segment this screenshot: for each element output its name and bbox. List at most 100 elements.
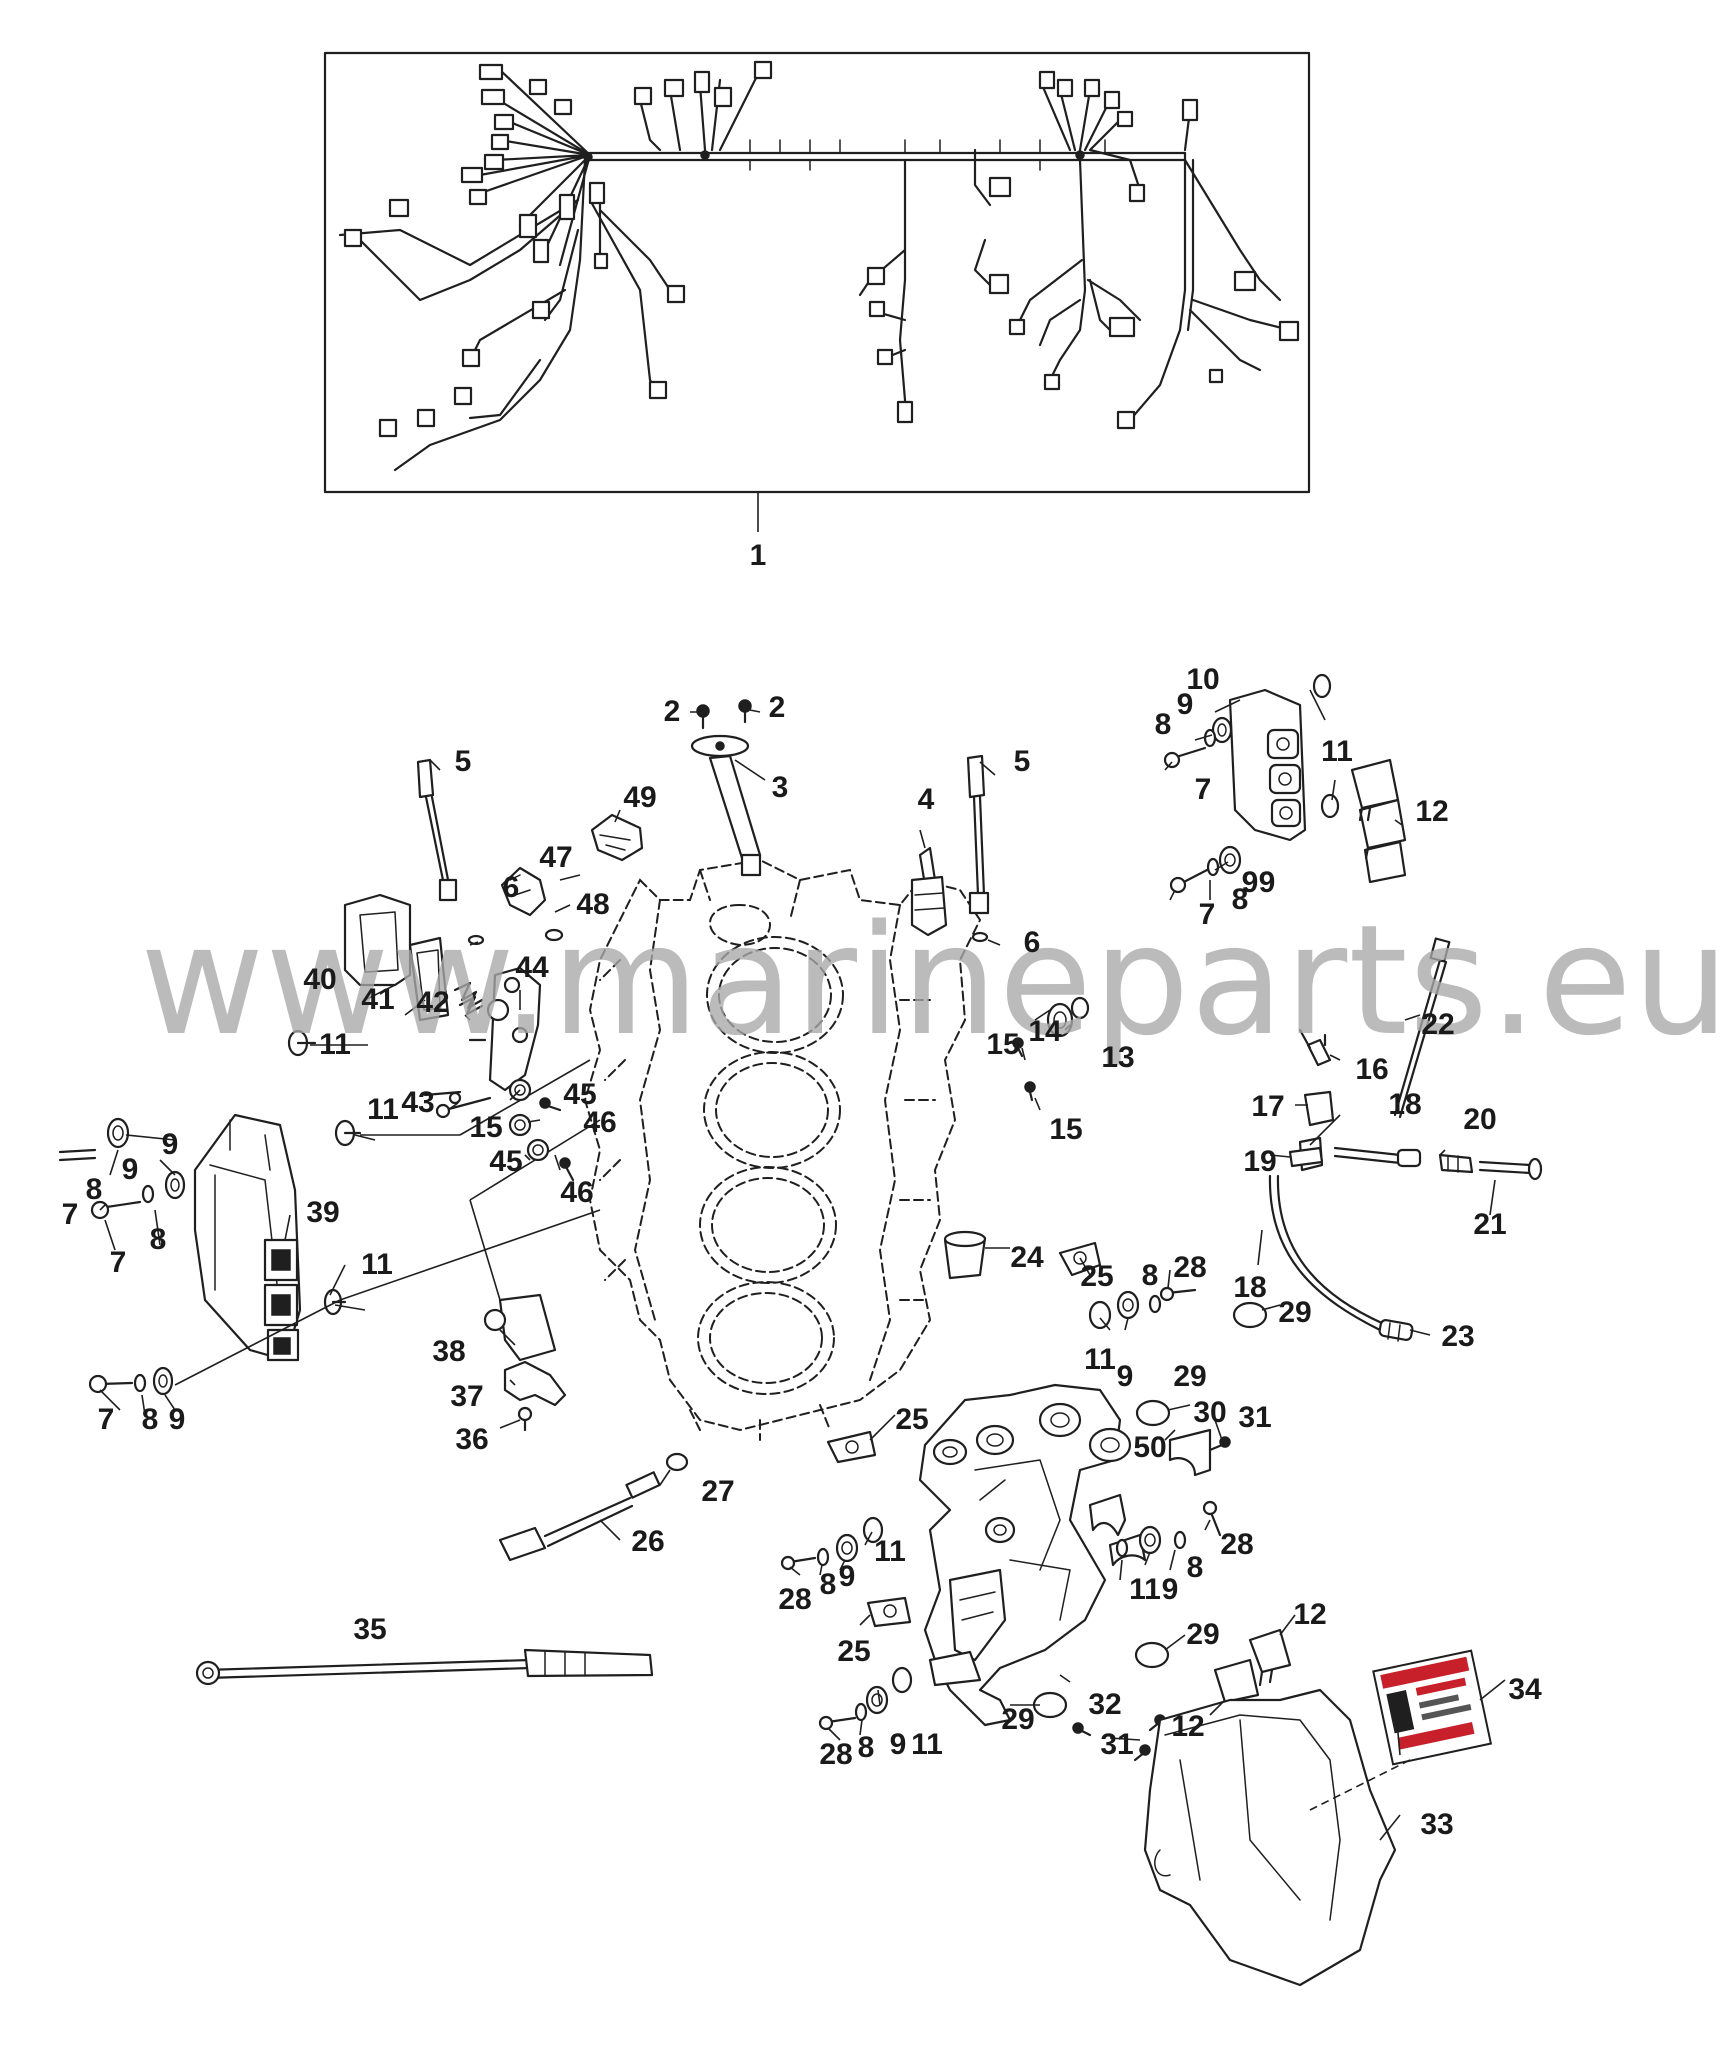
callout-9-e[interactable]: 9 — [168, 1403, 186, 1436]
callout-50[interactable]: 50 — [1133, 1431, 1167, 1464]
callout-7-b[interactable]: 7 — [1198, 898, 1216, 931]
callout-15-a[interactable]: 15 — [986, 1028, 1020, 1061]
callout-21[interactable]: 21 — [1473, 1208, 1507, 1241]
callout-30[interactable]: 30 — [1193, 1396, 1227, 1429]
callout-6-right[interactable]: 6 — [1023, 926, 1041, 959]
callout-9-b[interactable]: 9 — [1258, 866, 1276, 899]
callout-8-h[interactable]: 8 — [819, 1568, 837, 1601]
callout-47[interactable]: 47 — [539, 841, 573, 874]
callout-4[interactable]: 4 — [917, 783, 935, 816]
callout-13[interactable]: 13 — [1101, 1041, 1135, 1074]
callout-46-a[interactable]: 46 — [583, 1106, 617, 1139]
callout-29-b[interactable]: 29 — [1173, 1360, 1207, 1393]
callout-9-c[interactable]: 9 — [121, 1153, 139, 1186]
callout-15-b[interactable]: 15 — [1049, 1113, 1083, 1146]
callout-16[interactable]: 16 — [1355, 1053, 1389, 1086]
callout-31-b[interactable]: 31 — [1100, 1728, 1134, 1761]
callout-46-b[interactable]: 46 — [560, 1176, 594, 1209]
callout-7-a[interactable]: 7 — [1194, 773, 1212, 806]
callout-11-e[interactable]: 11 — [1084, 1343, 1116, 1376]
callout-11-b[interactable]: 11 — [319, 1028, 351, 1061]
callout-23[interactable]: 23 — [1441, 1320, 1475, 1353]
callout-43[interactable]: 43 — [401, 1086, 435, 1119]
callout-34[interactable]: 34 — [1508, 1673, 1542, 1706]
callout-44[interactable]: 44 — [515, 951, 549, 984]
callout-8-a[interactable]: 8 — [1154, 708, 1172, 741]
callout-8-f[interactable]: 8 — [1141, 1259, 1159, 1292]
callout-28-a[interactable]: 28 — [1173, 1251, 1207, 1284]
callout-8-d[interactable]: 8 — [149, 1223, 167, 1256]
callout-9-i[interactable]: 9 — [889, 1728, 907, 1761]
callout-15-c[interactable]: 15 — [469, 1111, 503, 1144]
callout-36[interactable]: 36 — [455, 1423, 489, 1456]
callout-18-b[interactable]: 18 — [1233, 1271, 1267, 1304]
callout-38[interactable]: 38 — [432, 1335, 466, 1368]
callout-7-d[interactable]: 7 — [109, 1246, 127, 1279]
callout-2-left[interactable]: 2 — [663, 695, 681, 728]
callout-7-e[interactable]: 7 — [97, 1403, 115, 1436]
callout-32[interactable]: 32 — [1088, 1688, 1122, 1721]
callout-3[interactable]: 3 — [771, 771, 789, 804]
callout-2-right[interactable]: 2 — [768, 691, 786, 724]
callout-29-d[interactable]: 29 — [1001, 1703, 1035, 1736]
callout-9-j[interactable]: 9 — [1241, 866, 1259, 899]
callout-35[interactable]: 35 — [353, 1613, 387, 1646]
callout-40[interactable]: 40 — [303, 963, 337, 996]
watermark-text: www.marineparts.eu — [140, 892, 1731, 1069]
callout-17[interactable]: 17 — [1251, 1090, 1285, 1123]
callout-29-c[interactable]: 29 — [1186, 1618, 1220, 1651]
callout-11-f[interactable]: 11 — [874, 1535, 906, 1568]
callout-11-d[interactable]: 11 — [361, 1248, 393, 1281]
callout-5-left[interactable]: 5 — [454, 745, 472, 778]
callout-28-d[interactable]: 28 — [819, 1738, 853, 1771]
callout-31-a[interactable]: 31 — [1238, 1401, 1272, 1434]
callout-22[interactable]: 22 — [1421, 1008, 1455, 1041]
callout-28-b[interactable]: 28 — [1220, 1528, 1254, 1561]
callout-33[interactable]: 33 — [1420, 1808, 1454, 1841]
callout-19[interactable]: 19 — [1243, 1145, 1277, 1178]
callout-27[interactable]: 27 — [701, 1475, 735, 1508]
callout-14[interactable]: 14 — [1028, 1015, 1062, 1048]
callout-9-a[interactable]: 9 — [1176, 688, 1194, 721]
callout-11-g[interactable]: 11 — [1129, 1573, 1161, 1606]
callout-45-b[interactable]: 45 — [489, 1145, 523, 1178]
callout-12-a[interactable]: 12 — [1415, 795, 1449, 828]
callout-42[interactable]: 42 — [416, 986, 450, 1019]
callout-9-h[interactable]: 9 — [838, 1560, 856, 1593]
callout-6-left[interactable]: 6 — [502, 871, 520, 904]
callout-11-a[interactable]: 11 — [1321, 735, 1353, 768]
callout-12-c[interactable]: 12 — [1171, 1710, 1205, 1743]
callout-11-c[interactable]: 11 — [367, 1093, 399, 1126]
callout-45-a[interactable]: 45 — [563, 1078, 597, 1111]
callout-11-h[interactable]: 11 — [911, 1728, 943, 1761]
callout-39[interactable]: 39 — [306, 1196, 340, 1229]
callout-8-i[interactable]: 8 — [857, 1731, 875, 1764]
callout-25-b[interactable]: 25 — [895, 1403, 929, 1436]
callout-9-d[interactable]: 9 — [161, 1128, 179, 1161]
callout-29-a[interactable]: 29 — [1278, 1296, 1312, 1329]
callout-5-right[interactable]: 5 — [1013, 745, 1031, 778]
wiring-harness — [323, 51, 1311, 532]
callout-48[interactable]: 48 — [576, 888, 610, 921]
callout-8-b[interactable]: 8 — [1231, 883, 1249, 916]
callout-9-g[interactable]: 9 — [1161, 1573, 1179, 1606]
callout-25-a[interactable]: 25 — [1080, 1260, 1114, 1293]
callout-9-f[interactable]: 9 — [1116, 1360, 1134, 1393]
callout-8-e[interactable]: 8 — [141, 1403, 159, 1436]
callout-12-b[interactable]: 12 — [1293, 1598, 1327, 1631]
callout-26[interactable]: 26 — [631, 1525, 665, 1558]
callout-8-g[interactable]: 8 — [1186, 1551, 1204, 1584]
callout-10[interactable]: 10 — [1186, 663, 1220, 696]
callout-41[interactable]: 41 — [361, 983, 395, 1016]
callout-1[interactable]: 1 — [749, 539, 767, 572]
callout-49[interactable]: 49 — [623, 781, 657, 814]
callout-24[interactable]: 24 — [1010, 1241, 1044, 1274]
callout-25-c[interactable]: 25 — [837, 1635, 871, 1668]
callout-20[interactable]: 20 — [1463, 1103, 1497, 1136]
callout-7-c[interactable]: 7 — [61, 1198, 79, 1231]
callout-28-c[interactable]: 28 — [778, 1583, 812, 1616]
callout-37[interactable]: 37 — [450, 1380, 484, 1413]
callout-8-c[interactable]: 8 — [85, 1173, 103, 1206]
callout-18-a[interactable]: 18 — [1388, 1088, 1422, 1121]
